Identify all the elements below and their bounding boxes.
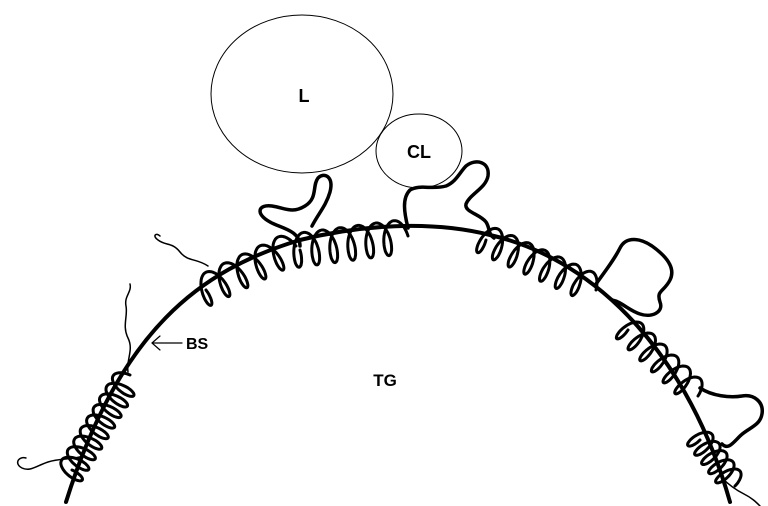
tail-bottom-right [721,477,761,506]
loop-right [594,237,674,317]
coil-left-lower [59,371,136,483]
coil-group [59,219,743,488]
large-lobe-label: L [299,86,310,106]
tail-left-mid [124,283,132,373]
coil-right-mid [614,320,704,398]
loop-top-right [402,160,496,240]
tail-left-upper [154,233,209,267]
strand-label: BS [186,336,209,353]
coil-right-lower [686,430,743,488]
loop-far-right [698,386,764,449]
coil-right-upper [475,226,599,298]
small-lobe-label: CL [407,142,431,162]
core-label: TG [373,371,397,390]
backbone-arc [64,223,732,504]
strand-arrow-head [151,335,161,351]
loop-top-left [258,173,333,248]
tail-bottom-left [16,455,85,471]
coil-left-upper [199,234,298,307]
coil-top-center [292,219,410,269]
large-lobe-circle [210,14,394,174]
